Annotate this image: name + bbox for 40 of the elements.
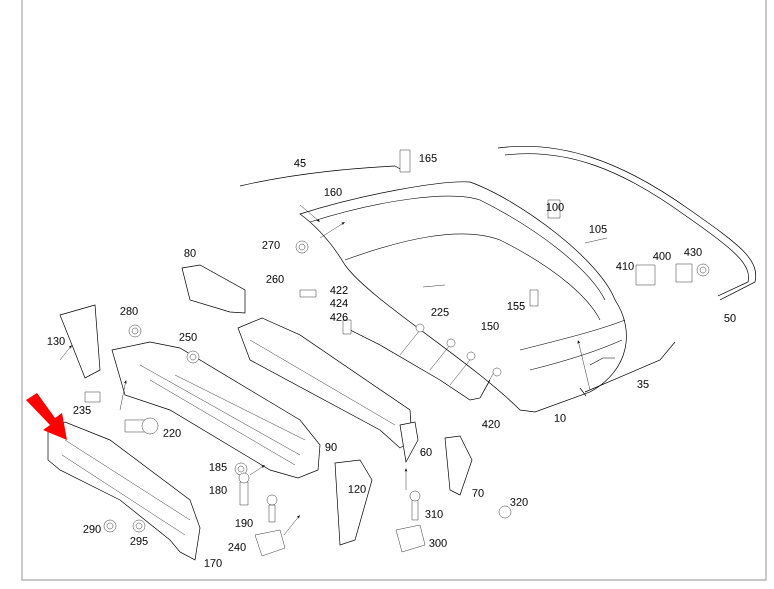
callout-number: 240 bbox=[228, 543, 246, 551]
callout-number: 422 bbox=[330, 286, 348, 294]
callout-number: 270 bbox=[262, 241, 280, 249]
callout-number: 155 bbox=[508, 302, 525, 310]
callout-number: 280 bbox=[120, 307, 138, 315]
callout-number: 250 bbox=[179, 333, 197, 341]
callout-number: 220 bbox=[163, 429, 181, 437]
callout-number: 190 bbox=[236, 519, 253, 527]
callout-number: 10 bbox=[554, 414, 566, 422]
callout-number: 410 bbox=[616, 262, 634, 270]
callout-number: 180 bbox=[210, 486, 227, 494]
callout-number: 295 bbox=[130, 537, 148, 545]
callout-number: 105 bbox=[590, 225, 607, 233]
callout-number: 90 bbox=[325, 443, 337, 451]
callout-number: 260 bbox=[266, 275, 284, 283]
callout-number: 130 bbox=[48, 337, 65, 345]
callout-number: 150 bbox=[482, 322, 499, 330]
callout-number: 310 bbox=[425, 510, 443, 518]
callout-number: 300 bbox=[429, 539, 447, 547]
callout-number: 225 bbox=[431, 308, 449, 316]
callout-number: 70 bbox=[472, 489, 484, 497]
callout-number: 160 bbox=[324, 188, 342, 196]
callout-number: 170 bbox=[204, 559, 222, 567]
callout-number: 165 bbox=[420, 154, 437, 162]
callout-number: 50 bbox=[724, 314, 736, 322]
callout-number: 185 bbox=[210, 463, 227, 471]
callout-number: 320 bbox=[510, 498, 528, 506]
callout-number: 420 bbox=[482, 420, 500, 428]
callout-number: 426 bbox=[330, 313, 348, 321]
callout-number: 100 bbox=[546, 203, 564, 211]
callout-number: 120 bbox=[348, 485, 366, 493]
callout-number: 290 bbox=[83, 525, 101, 533]
callout-number: 235 bbox=[73, 406, 91, 414]
callout-number: 35 bbox=[637, 380, 649, 388]
callout-number: 424 bbox=[330, 299, 348, 307]
callout-number: 45 bbox=[294, 159, 306, 167]
callout-number: 400 bbox=[653, 252, 671, 260]
callout-number: 80 bbox=[184, 249, 196, 257]
callout-number: 60 bbox=[420, 448, 432, 456]
callout-number: 430 bbox=[684, 248, 702, 256]
